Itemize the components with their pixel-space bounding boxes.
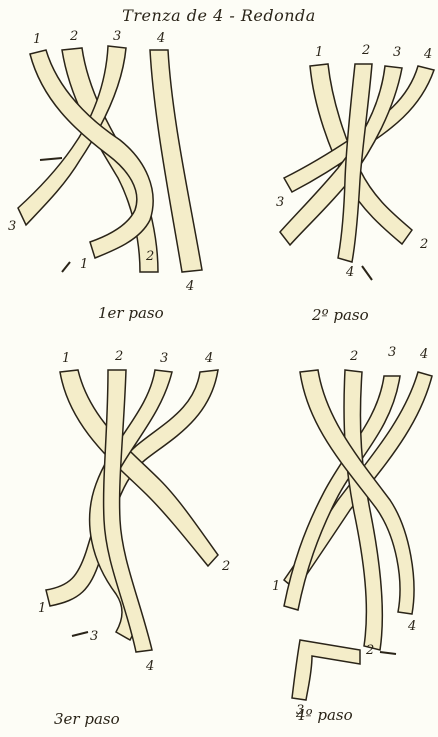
p3-label-bottom-3: 3 xyxy=(90,629,98,644)
p3-label-bottom-4: 4 xyxy=(145,659,154,674)
panel-step-1: 1 2 3 4 3 1 2 4 1er paso xyxy=(8,29,202,322)
p4-caption: 4º paso xyxy=(295,706,353,724)
p3-label-top-3: 3 xyxy=(160,351,168,366)
p2-label-side-2: 2 xyxy=(419,237,428,252)
p4-label-side-1: 1 xyxy=(272,579,280,594)
p3-label-side-2: 2 xyxy=(221,559,230,574)
p3-label-side-1: 1 xyxy=(38,601,46,616)
p4-label-top-4: 4 xyxy=(419,347,428,362)
p2-label-bottom-4: 4 xyxy=(345,265,354,280)
p2-label-side-3: 3 xyxy=(276,195,284,210)
p3-label-top-4: 4 xyxy=(204,351,213,366)
p1-strand-4 xyxy=(150,50,202,272)
p2-label-top-1: 1 xyxy=(315,45,323,60)
p1-label-top-3: 3 xyxy=(113,29,121,44)
panel-step-3: 1 2 3 4 2 1 3 4 3er paso xyxy=(38,349,230,728)
p1-label-top-4: 4 xyxy=(156,31,165,46)
p4-label-top-3: 3 xyxy=(388,345,396,360)
p1-label-side-1: 1 xyxy=(80,257,88,272)
p1-label-top-2: 2 xyxy=(69,29,78,44)
p4-strand-tail xyxy=(292,640,360,700)
p2-label-top-2: 2 xyxy=(361,43,370,58)
p2-label-top-4: 4 xyxy=(423,47,432,62)
p2-label-top-3: 3 xyxy=(393,45,401,60)
p1-caption: 1er paso xyxy=(98,304,164,322)
p3-label-top-2: 2 xyxy=(114,349,123,364)
p4-label-side-4: 4 xyxy=(407,619,416,634)
panel-step-2: 1 2 3 4 3 4 2 2º paso xyxy=(276,43,434,324)
p3-label-top-1: 1 xyxy=(62,351,70,366)
panel-step-4: 2 3 4 1 4 2 3 4º paso xyxy=(272,345,432,724)
p1-label-bottom-4: 4 xyxy=(185,279,194,294)
p3-caption: 3er paso xyxy=(54,710,120,728)
p4-label-top-2: 2 xyxy=(349,349,358,364)
p1-label-top-1: 1 xyxy=(33,32,41,47)
p1-strand-1 xyxy=(30,50,153,258)
p1-label-bottom-2: 2 xyxy=(145,249,154,264)
p1-label-side-3: 3 xyxy=(8,219,16,234)
p2-caption: 2º paso xyxy=(311,306,369,324)
p4-label-bottom-2: 2 xyxy=(365,643,374,658)
